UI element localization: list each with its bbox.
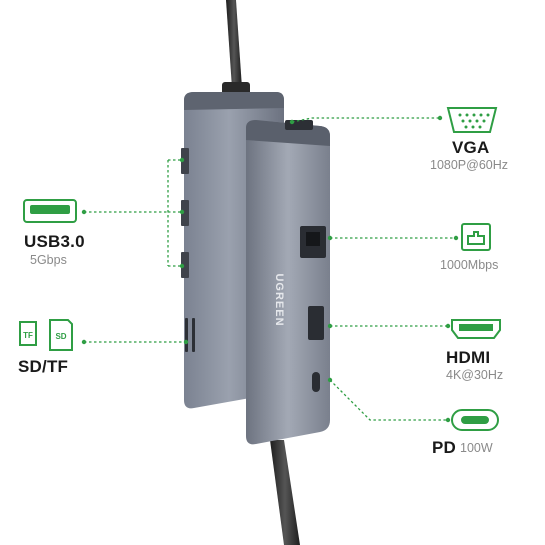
ethernet-port-icon <box>461 223 491 251</box>
hdmi-sub: 4K@30Hz <box>446 368 504 382</box>
brand-logo-text: UGREEN <box>273 273 285 326</box>
vga-title: VGA <box>452 138 490 157</box>
pd-title: PD <box>432 438 457 457</box>
sd-label: SD <box>55 332 66 341</box>
card-title: SD/TF <box>18 357 69 376</box>
usb-sub: 5Gbps <box>30 253 67 267</box>
leader-lines <box>84 117 456 421</box>
usb-title: USB3.0 <box>24 232 85 251</box>
leader-dots <box>81 115 459 423</box>
top-cable <box>222 0 250 96</box>
sd-tf-card-icon <box>19 319 73 351</box>
hdmi-port-device <box>308 306 324 340</box>
ethernet-port-device <box>300 226 326 258</box>
front-hub-unit <box>246 120 330 445</box>
usb-c-port-device <box>312 372 320 392</box>
bottom-cable <box>270 440 300 545</box>
ethernet-sub: 1000Mbps <box>440 258 499 272</box>
hdmi-port-icon <box>451 319 501 339</box>
vga-sub: 1080P@60Hz <box>430 158 509 172</box>
vga-pins <box>458 113 490 129</box>
vga-port-icon <box>446 107 498 133</box>
usb-port-icon <box>23 199 77 223</box>
usb-c-port-icon <box>451 409 499 431</box>
hdmi-title: HDMI <box>446 348 491 367</box>
tf-label: TF <box>23 331 33 340</box>
pd-sub: 100W <box>460 441 493 455</box>
usb-ports-side <box>181 148 189 278</box>
